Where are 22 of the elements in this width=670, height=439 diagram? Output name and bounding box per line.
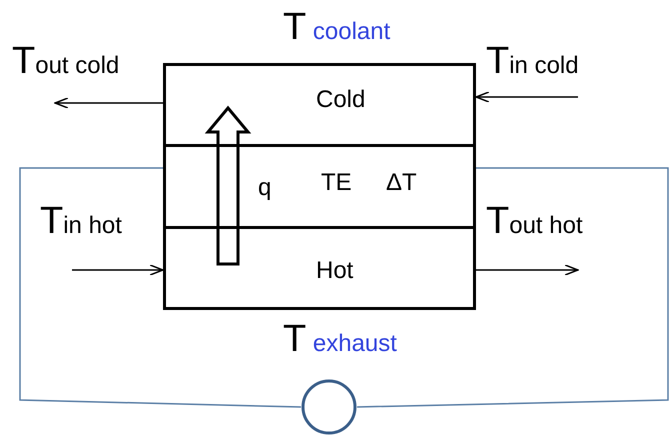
temperature-label: T exhaust — [283, 320, 397, 358]
cold-layer — [163, 63, 476, 147]
flow-arrow — [54, 97, 163, 109]
flow-arrow — [476, 264, 579, 276]
edge-label: q — [258, 176, 272, 200]
edge-label: Tout cold — [12, 42, 120, 80]
edge-label: Tin hot — [40, 202, 122, 240]
temperature-label: T coolant — [283, 8, 390, 46]
quantity-label: ΔT — [386, 171, 417, 195]
flow-arrow — [72, 264, 164, 276]
hot-layer — [163, 226, 476, 310]
layer-label: Cold — [316, 88, 366, 112]
edge-label: Tin cold — [486, 42, 579, 80]
circuit-wire — [356, 167, 669, 408]
heat-flow-arrow — [204, 106, 252, 266]
layer-label: TE — [321, 171, 352, 195]
flow-arrow — [475, 91, 578, 103]
thermoelectric-layer — [163, 144, 476, 229]
load-circle — [301, 379, 357, 435]
layer-label: Hot — [316, 259, 354, 283]
edge-label: Tout hot — [486, 202, 583, 240]
circuit-wire — [19, 167, 302, 408]
